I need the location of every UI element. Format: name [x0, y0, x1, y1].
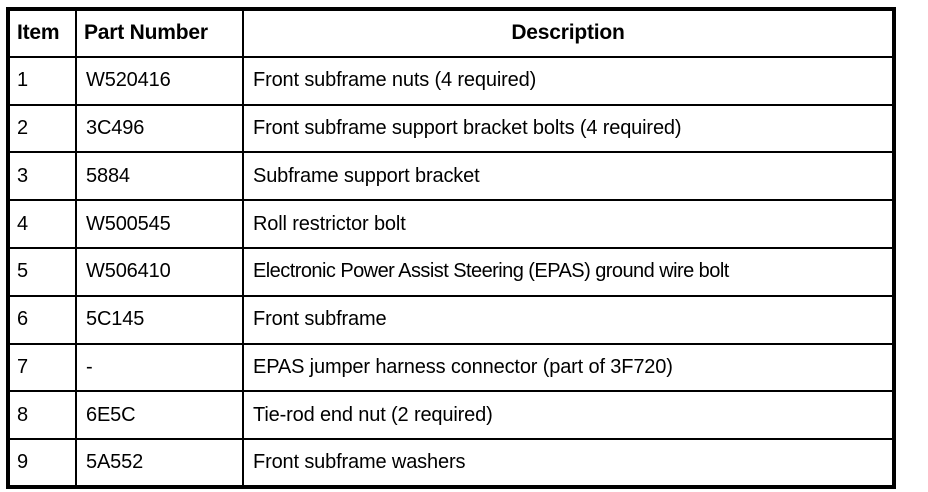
cell-item: 1: [7, 55, 77, 106]
table-row: 2 3C496 Front subframe support bracket b…: [7, 103, 895, 154]
table-body: 1 W520416 Front subframe nuts (4 require…: [7, 55, 895, 488]
cell-description: Front subframe: [242, 294, 895, 345]
cell-part-number: -: [75, 342, 244, 393]
table-header: Item Part Number Description: [7, 8, 895, 58]
table-header-row: Item Part Number Description: [7, 8, 895, 58]
table-row: 6 5C145 Front subframe: [7, 294, 895, 345]
cell-item: 8: [7, 390, 77, 441]
cell-description: Electronic Power Assist Steering (EPAS) …: [242, 246, 895, 297]
cell-item: 6: [7, 294, 77, 345]
column-header-description: Description: [242, 8, 895, 58]
cell-part-number: 6E5C: [75, 390, 244, 441]
cell-part-number: W506410: [75, 246, 244, 297]
cell-part-number: W500545: [75, 199, 244, 249]
table-row: 8 6E5C Tie-rod end nut (2 required): [7, 390, 895, 441]
cell-description: Subframe support bracket: [242, 151, 895, 202]
cell-part-number: 5C145: [75, 294, 244, 345]
table-row: 7 - EPAS jumper harness connector (part …: [7, 342, 895, 393]
column-header-part-number: Part Number: [75, 8, 244, 58]
cell-part-number: W520416: [75, 55, 244, 106]
cell-part-number: 5A552: [75, 438, 244, 488]
cell-item: 3: [7, 151, 77, 202]
cell-part-number: 3C496: [75, 103, 244, 154]
cell-description: Roll restrictor bolt: [242, 199, 895, 249]
cell-item: 4: [7, 199, 77, 249]
table-row: 3 5884 Subframe support bracket: [7, 151, 895, 202]
cell-item: 5: [7, 246, 77, 297]
table-row: 4 W500545 Roll restrictor bolt: [7, 199, 895, 249]
table-row: 1 W520416 Front subframe nuts (4 require…: [7, 55, 895, 106]
table-row: 9 5A552 Front subframe washers: [7, 438, 895, 488]
cell-description: Front subframe nuts (4 required): [242, 55, 895, 106]
cell-description: Front subframe support bracket bolts (4 …: [242, 103, 895, 154]
parts-table: Item Part Number Description 1 W520416 F…: [6, 7, 896, 489]
cell-item: 2: [7, 103, 77, 154]
cell-description: Front subframe washers: [242, 438, 895, 488]
table-row: 5 W506410 Electronic Power Assist Steeri…: [7, 246, 895, 297]
column-header-item: Item: [7, 8, 77, 58]
cell-item: 7: [7, 342, 77, 393]
cell-description: EPAS jumper harness connector (part of 3…: [242, 342, 895, 393]
cell-description: Tie-rod end nut (2 required): [242, 390, 895, 441]
parts-table-container: Item Part Number Description 1 W520416 F…: [6, 7, 896, 489]
cell-part-number: 5884: [75, 151, 244, 202]
cell-item: 9: [7, 438, 77, 488]
